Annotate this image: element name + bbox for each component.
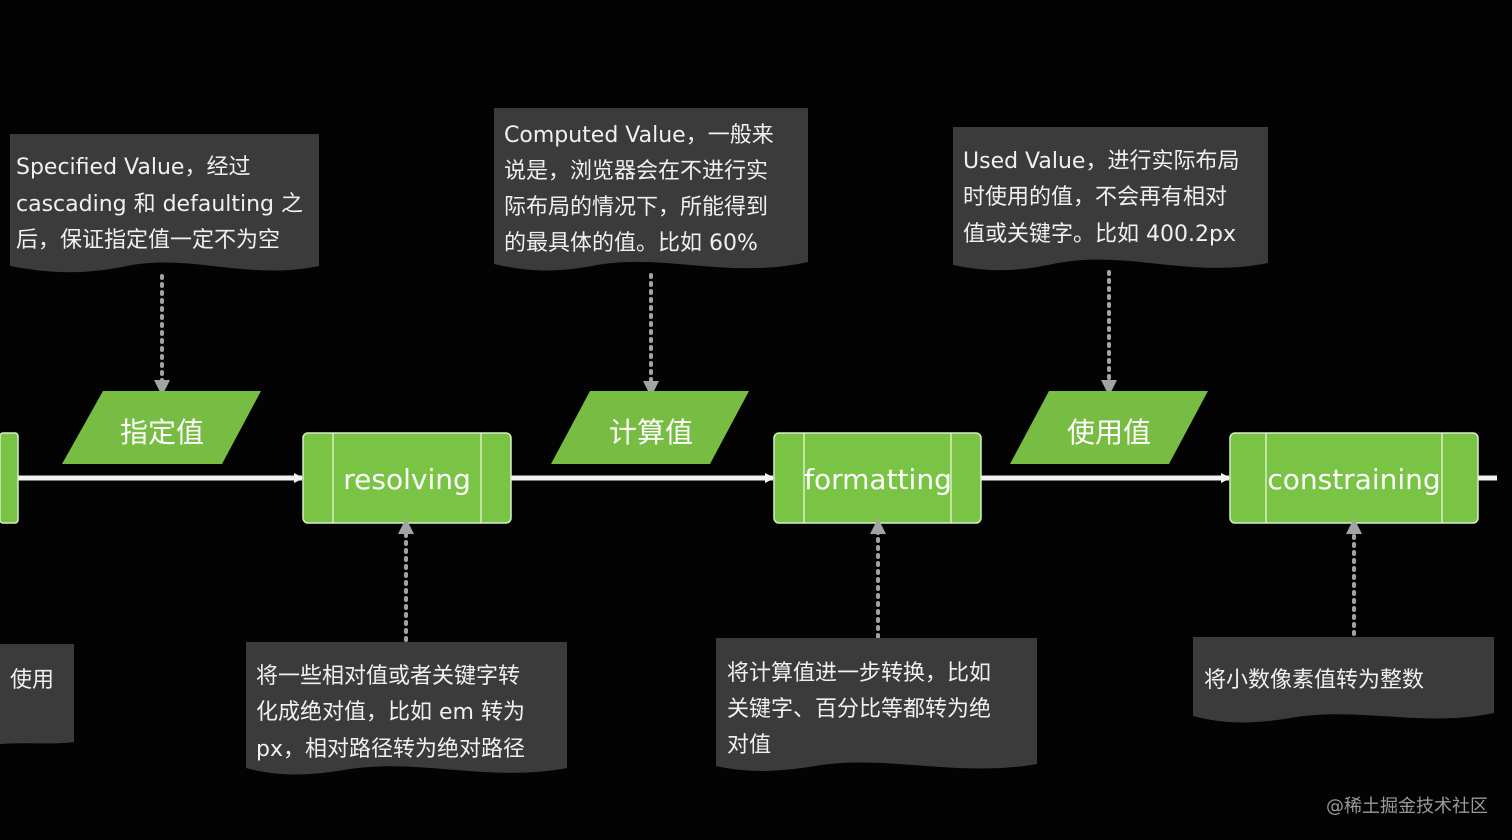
computed-value-note: Computed Value，一般来 说是，浏览器会在不进行实 际布局的情况下，…	[494, 108, 808, 271]
left-partial-note: 使用	[0, 644, 74, 744]
computed-value-shape: 计算值	[551, 391, 749, 464]
computed-note-line-2: 说是，浏览器会在不进行实	[504, 159, 768, 184]
computed-note-line-3: 际布局的情况下，所能得到	[504, 195, 768, 220]
used-note-line-2: 时使用的值，不会再有相对	[963, 185, 1227, 210]
specified-note-line-1: Specified Value，经过	[16, 155, 250, 180]
left-partial-process	[0, 432, 19, 524]
used-value-note: Used Value，进行实际布局 时使用的值，不会再有相对 值或关键字。比如 …	[953, 127, 1268, 271]
constraining-process: constraining	[1229, 432, 1479, 524]
used-value-shape: 使用值	[1010, 391, 1208, 464]
formatting-note-line-1: 将计算值进一步转换，比如	[727, 661, 991, 686]
constraining-label: constraining	[1267, 463, 1440, 496]
formatting-note: 将计算值进一步转换，比如 关键字、百分比等都转为绝 对值	[716, 638, 1037, 771]
specified-note-line-3: 后，保证指定值一定不为空	[16, 228, 280, 253]
specified-value-label: 指定值	[120, 416, 204, 449]
left-partial-note-line-1: 使用	[10, 668, 54, 693]
computed-value-label: 计算值	[609, 416, 693, 449]
formatting-note-line-2: 关键字、百分比等都转为绝	[727, 697, 991, 722]
resolving-note-line-1: 将一些相对值或者关键字转	[256, 664, 520, 689]
computed-note-line-4: 的最具体的值。比如 60%	[504, 231, 758, 256]
used-note-line-3: 值或关键字。比如 400.2px	[963, 222, 1236, 247]
watermark: @稀土掘金技术社区	[1326, 796, 1488, 817]
computed-note-line-1: Computed Value，一般来	[504, 123, 774, 148]
resolving-process: resolving	[302, 432, 512, 524]
resolving-label: resolving	[343, 463, 471, 496]
used-note-line-1: Used Value，进行实际布局	[963, 149, 1239, 174]
specified-value-note: Specified Value，经过 cascading 和 defaultin…	[10, 134, 319, 273]
specified-value-shape: 指定值	[62, 391, 261, 464]
resolving-note-line-3: px，相对路径转为绝对路径	[256, 737, 525, 762]
constraining-note-line-1: 将小数像素值转为整数	[1204, 668, 1424, 693]
specified-note-line-2: cascading 和 defaulting 之	[16, 192, 303, 217]
formatting-label: formatting	[804, 463, 952, 496]
formatting-note-line-3: 对值	[727, 733, 771, 758]
used-value-label: 使用值	[1067, 416, 1151, 449]
formatting-process: formatting	[773, 432, 982, 524]
constraining-note: 将小数像素值转为整数	[1193, 637, 1494, 723]
resolving-note: 将一些相对值或者关键字转 化成绝对值，比如 em 转为 px，相对路径转为绝对路…	[246, 642, 567, 775]
resolving-note-line-2: 化成绝对值，比如 em 转为	[256, 700, 525, 725]
